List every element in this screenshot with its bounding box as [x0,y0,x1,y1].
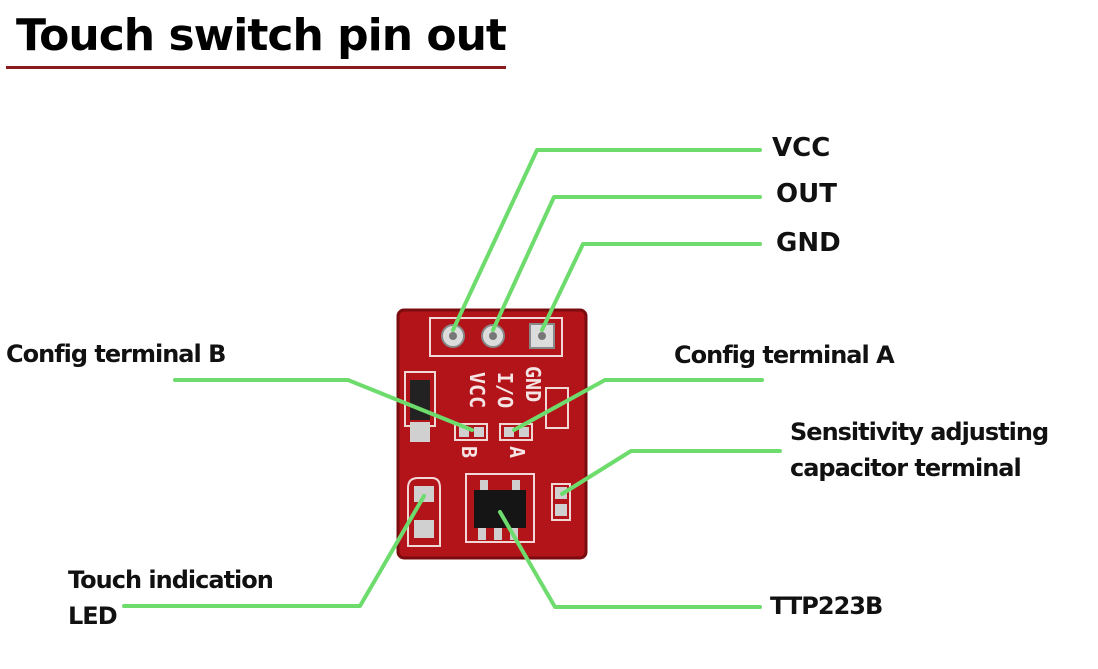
label-led-line2: LED [68,602,118,630]
label-config-a: Config terminal A [674,341,895,369]
sensitivity-capacitor-pads [551,483,571,521]
label-sensitivity: Sensitivity adjusting capacitor terminal [790,414,1049,486]
leader-line-led [122,494,426,608]
ttp223b-chip [474,490,526,528]
board-label-gnd: GND [521,366,545,402]
board-label-vcc: VCC [465,372,489,408]
label-out: OUT [776,179,837,209]
label-config-b: Config terminal B [6,340,226,368]
touch-indication-led [414,486,434,502]
label-sensitivity-line2: capacitor terminal [790,454,1022,482]
config-a-pads [499,423,533,441]
label-led-line1: Touch indication [68,566,274,594]
label-vcc: VCC [772,133,831,163]
led-outline [407,477,441,547]
leader-line-vcc [451,148,762,332]
pcb-board: VCC I/O GND B A [396,308,588,560]
leader-line-config-a [512,378,764,432]
board-label-io: I/O [493,372,517,408]
board-label-b: B [457,446,481,458]
label-led: Touch indication LED [68,562,274,634]
config-b-pads [454,423,488,441]
leader-line-chip [498,510,762,609]
label-sensitivity-line1: Sensitivity adjusting [790,418,1049,446]
title-underline [6,66,506,69]
leader-line-gnd [540,242,762,332]
leader-line-sensitivity [560,449,782,496]
leader-line-out [491,195,762,332]
page-title: Touch switch pin out [16,10,507,61]
board-label-a: A [505,446,529,458]
label-chip: TTP223B [770,592,883,620]
leader-line-config-b [173,378,474,432]
label-gnd: GND [776,228,841,258]
